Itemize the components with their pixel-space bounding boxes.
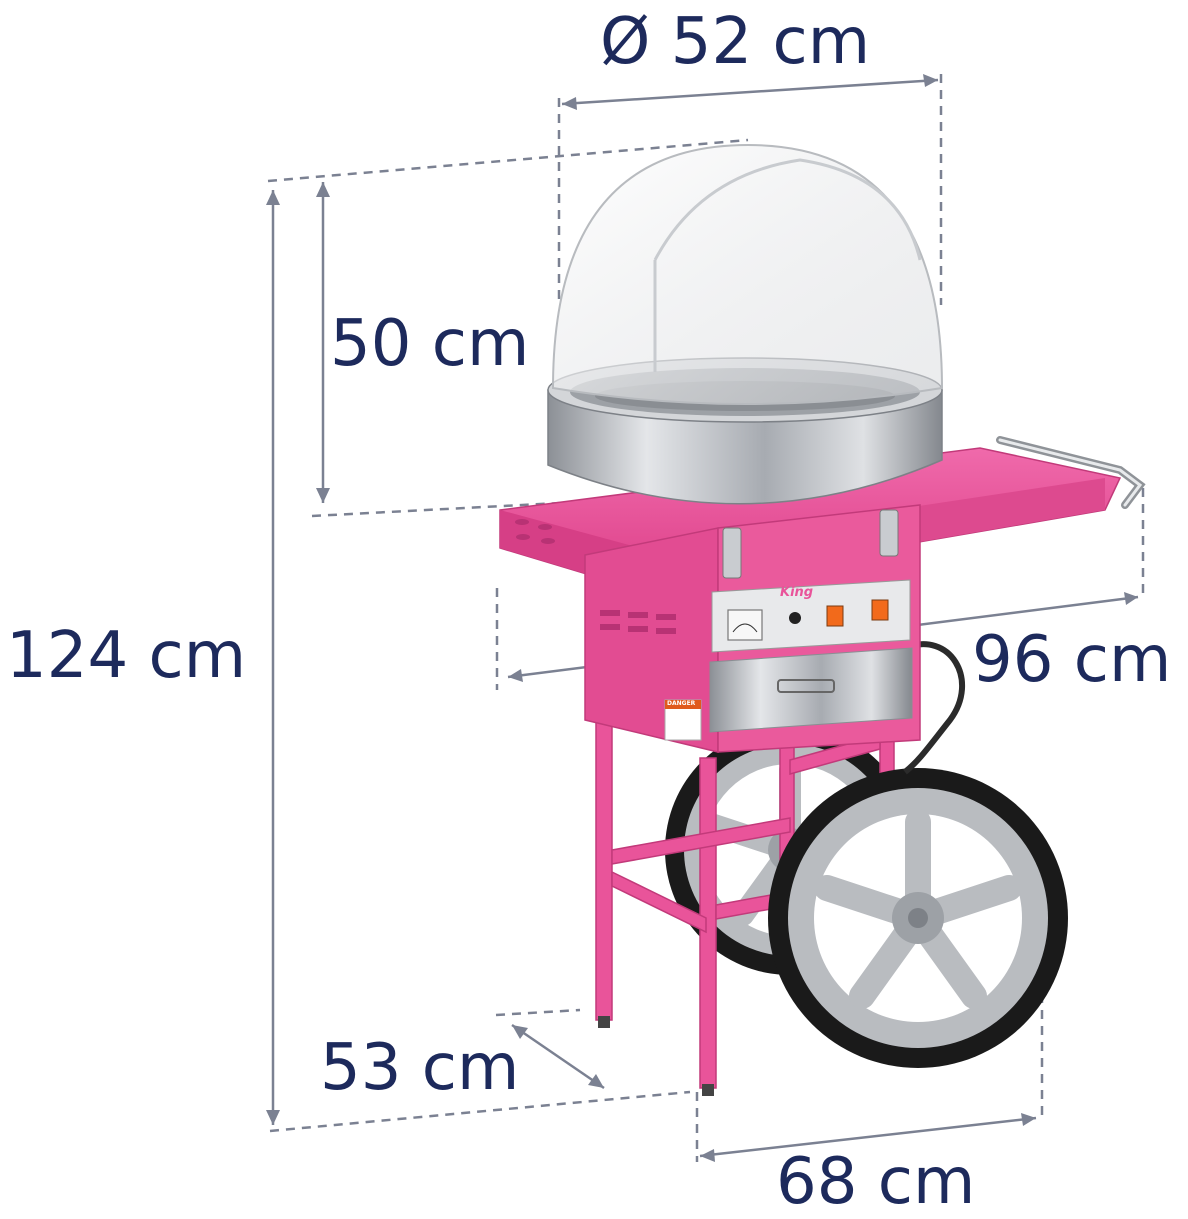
depth-label: 53 cm: [320, 1031, 520, 1105]
latch-left: [722, 527, 742, 579]
dome-height-label: 50 cm: [330, 307, 530, 381]
leg-foot-right: [702, 1084, 714, 1096]
drawer: [709, 647, 913, 733]
depth-guide-top: [495, 1008, 581, 1017]
switch-1: [826, 605, 844, 627]
latch-right: [879, 509, 899, 557]
power-cable: [903, 641, 965, 775]
dimension-arrowheads: [266, 74, 1138, 1162]
wheel-span-label: 68 cm: [776, 1145, 976, 1219]
wheel-span-arrow: [699, 1116, 1037, 1158]
top-guide: [267, 138, 749, 183]
bottom-guide: [269, 1090, 691, 1133]
machine-cabinet: [584, 504, 921, 753]
total-height-label: 124 cm: [6, 619, 247, 693]
front-wheel: [768, 768, 1068, 1068]
switch-2: [871, 599, 889, 621]
diameter-arrow: [561, 78, 939, 106]
diameter-label: Ø 52 cm: [600, 5, 871, 79]
ammeter-gauge: [727, 609, 763, 641]
brand-label: King: [780, 585, 814, 600]
warning-label-text: DANGER: [667, 700, 696, 707]
heat-knob: [789, 612, 801, 624]
width-label: 96 cm: [972, 623, 1172, 697]
protective-dome: [551, 143, 944, 405]
leg-foot-left: [598, 1016, 610, 1028]
depth-arrow: [511, 1023, 605, 1090]
drawer-handle: [777, 679, 835, 693]
